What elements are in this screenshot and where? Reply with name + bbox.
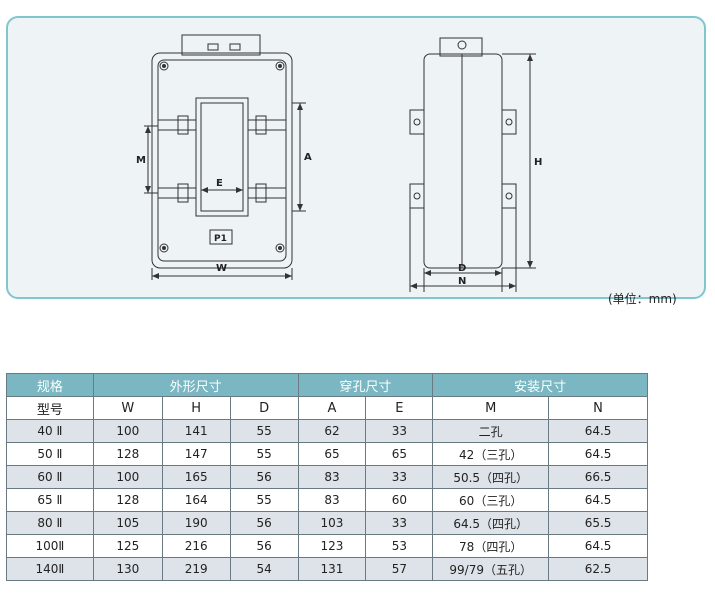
sub-header-model: 型号 [6, 396, 94, 420]
cell-e: 33 [365, 511, 434, 535]
cell-m: 60（三孔） [432, 488, 550, 512]
cell-m: 64.5（四孔） [432, 511, 550, 535]
label-w: W [216, 263, 227, 274]
table-row: 140Ⅱ 130 219 54 131 57 99/79（五孔） 62.5 [6, 557, 648, 581]
cell-model: 50 Ⅱ [6, 442, 94, 466]
cell-h: 216 [161, 534, 231, 558]
label-m: M [136, 155, 146, 166]
drawing-panel: M A E W P1 H D N (单位：mm) [6, 16, 706, 306]
cell-n: 66.5 [548, 465, 648, 489]
cell-h: 141 [161, 419, 231, 443]
cell-n: 62.5 [548, 557, 648, 581]
cell-a: 83 [297, 465, 367, 489]
cell-n: 64.5 [548, 442, 648, 466]
sub-header-n: N [548, 396, 648, 420]
header-hole: 穿孔尺寸 [297, 373, 434, 397]
cell-d: 55 [229, 442, 299, 466]
cell-d: 56 [229, 534, 299, 558]
sub-header-h: H [161, 396, 231, 420]
cell-h: 164 [161, 488, 231, 512]
cell-model: 65 Ⅱ [6, 488, 94, 512]
header-mount: 安装尺寸 [432, 373, 648, 397]
sub-header-row: 型号 W H D A E M N [6, 396, 648, 420]
cell-e: 65 [365, 442, 434, 466]
cell-h: 147 [161, 442, 231, 466]
cell-w: 128 [92, 488, 163, 512]
cell-h: 219 [161, 557, 231, 581]
label-h: H [534, 157, 542, 168]
sub-header-a: A [297, 396, 367, 420]
cell-m: 99/79（五孔） [432, 557, 550, 581]
label-a: A [304, 152, 312, 163]
sub-header-m: M [432, 396, 550, 420]
cell-d: 56 [229, 465, 299, 489]
front-view [144, 34, 306, 280]
cell-e: 33 [365, 465, 434, 489]
side-view [409, 37, 536, 292]
label-n: N [458, 276, 466, 287]
cell-e: 57 [365, 557, 434, 581]
arrowheads [145, 54, 533, 289]
cell-m: 二孔 [432, 419, 550, 443]
table-row: 50 Ⅱ 128 147 55 65 65 42（三孔） 64.5 [6, 442, 648, 466]
cell-e: 60 [365, 488, 434, 512]
sub-header-e: E [365, 396, 434, 420]
cell-n: 64.5 [548, 419, 648, 443]
cell-e: 53 [365, 534, 434, 558]
cell-d: 54 [229, 557, 299, 581]
table-row: 60 Ⅱ 100 165 56 83 33 50.5（四孔） 66.5 [6, 465, 648, 489]
group-header-row: 规格 外形尺寸 穿孔尺寸 安装尺寸 [6, 373, 648, 397]
cell-e: 33 [365, 419, 434, 443]
cell-a: 131 [297, 557, 367, 581]
cell-model: 80 Ⅱ [6, 511, 94, 535]
cell-d: 56 [229, 511, 299, 535]
header-outline: 外形尺寸 [92, 373, 299, 397]
label-d: D [458, 263, 466, 274]
cell-model: 60 Ⅱ [6, 465, 94, 489]
cell-a: 62 [297, 419, 367, 443]
dimension-drawing: M A E W P1 H D N [136, 34, 542, 292]
cell-n: 65.5 [548, 511, 648, 535]
cell-a: 65 [297, 442, 367, 466]
cell-n: 64.5 [548, 534, 648, 558]
table-row: 40 Ⅱ 100 141 55 62 33 二孔 64.5 [6, 419, 648, 443]
cell-h: 165 [161, 465, 231, 489]
cell-h: 190 [161, 511, 231, 535]
table-row: 80 Ⅱ 105 190 56 103 33 64.5（四孔） 65.5 [6, 511, 648, 535]
table-row: 100Ⅱ 125 216 56 123 53 78（四孔） 64.5 [6, 534, 648, 558]
cell-d: 55 [229, 488, 299, 512]
table-row: 65 Ⅱ 128 164 55 83 60 60（三孔） 64.5 [6, 488, 648, 512]
cell-model: 100Ⅱ [6, 534, 94, 558]
cell-m: 50.5（四孔） [432, 465, 550, 489]
spec-table: 规格 外形尺寸 穿孔尺寸 安装尺寸 型号 W H D A E M N 40 Ⅱ … [6, 373, 648, 581]
unit-note: (单位：mm) [608, 292, 677, 306]
cell-w: 100 [92, 419, 163, 443]
cell-a: 83 [297, 488, 367, 512]
cell-w: 130 [92, 557, 163, 581]
cell-w: 100 [92, 465, 163, 489]
cell-m: 78（四孔） [432, 534, 550, 558]
label-e: E [216, 178, 223, 189]
cell-w: 125 [92, 534, 163, 558]
header-spec: 规格 [6, 373, 94, 397]
cell-model: 140Ⅱ [6, 557, 94, 581]
cell-a: 123 [297, 534, 367, 558]
cell-d: 55 [229, 419, 299, 443]
cell-n: 64.5 [548, 488, 648, 512]
cell-w: 128 [92, 442, 163, 466]
cell-model: 40 Ⅱ [6, 419, 94, 443]
cell-w: 105 [92, 511, 163, 535]
sub-header-d: D [229, 396, 299, 420]
cell-m: 42（三孔） [432, 442, 550, 466]
sub-header-w: W [92, 396, 163, 420]
cell-a: 103 [297, 511, 367, 535]
nameplate-label: P1 [214, 234, 227, 244]
